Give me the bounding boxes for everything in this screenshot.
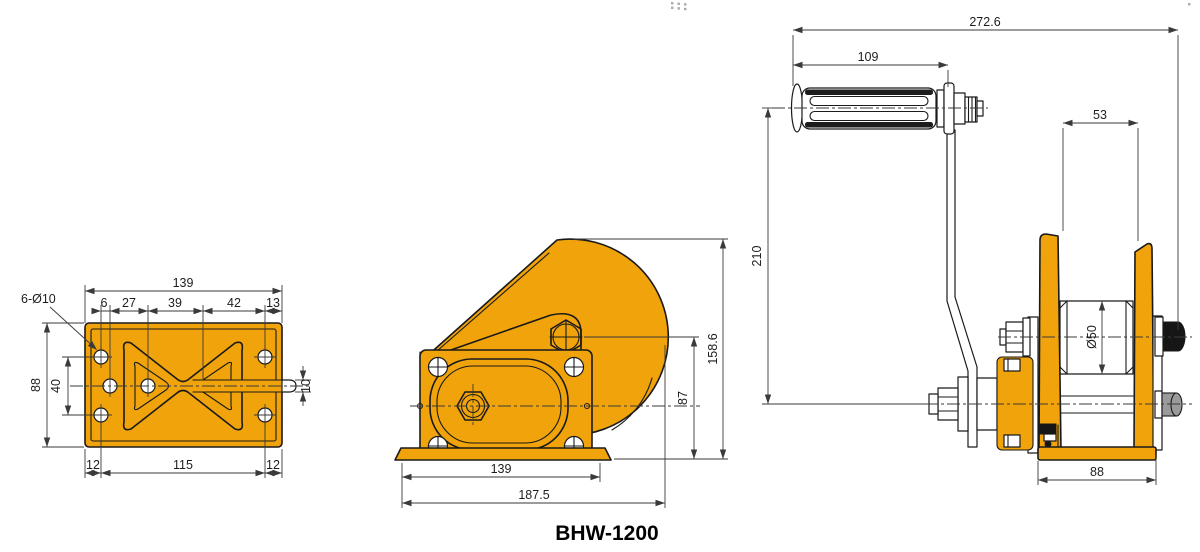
model-title: BHW-1200	[555, 522, 658, 545]
plan-view: 139 6 27 39 42 13 6-Ø10	[21, 276, 313, 478]
front-dimensions: 272.6 109 53 210 Ø50	[750, 15, 1179, 485]
dim-overall-length: 187.5	[518, 488, 549, 502]
frame-bottom-bar	[1037, 446, 1157, 461]
dim-frame-width: 88	[1090, 465, 1104, 479]
dim-base-width: 139	[491, 462, 512, 476]
dim-axle-height: 87	[676, 391, 690, 405]
drum-barrel	[1059, 300, 1134, 375]
dim-seg-13: 13	[266, 296, 280, 310]
drum-flange-right	[1133, 242, 1155, 449]
dim-bottom-left: 12	[86, 458, 100, 472]
dim-handle-drop: 210	[750, 246, 764, 267]
gearbox-front	[996, 356, 1034, 451]
dim-plate-height: 88	[29, 378, 43, 392]
drum-flange-left	[1038, 233, 1062, 451]
dim-bottom-mid: 115	[173, 458, 193, 472]
front-view: 272.6 109 53 210 Ø50	[750, 15, 1192, 485]
dim-pin-width: 10	[299, 379, 313, 393]
pin-slot	[192, 379, 297, 393]
dim-seg-39: 39	[168, 296, 182, 310]
dim-seg-27: 27	[122, 296, 136, 310]
watermark-dots	[671, 2, 1191, 11]
dim-drum-diameter: Ø50	[1085, 325, 1099, 349]
dim-seg-6: 6	[101, 296, 108, 310]
ratchet-pawl	[1039, 423, 1059, 448]
dim-overall-height: 158.6	[706, 333, 720, 364]
right-side-plate	[1152, 315, 1163, 451]
crank-arm	[946, 129, 978, 448]
upper-axle-bolt-right	[1154, 316, 1186, 357]
dim-plate-width: 139	[173, 276, 194, 290]
lower-axle-bolt-right	[1154, 390, 1183, 419]
handle-grip	[790, 82, 984, 135]
dim-bottom-right: 12	[266, 458, 280, 472]
side-view: 139 187.5 158.6 87	[394, 238, 728, 508]
base-plate-side	[394, 447, 612, 461]
dim-hole-rows: 40	[49, 379, 63, 393]
dim-flange-gap: 53	[1093, 108, 1107, 122]
dim-grip-length: 109	[858, 50, 879, 64]
dim-overall-width: 272.6	[969, 15, 1000, 29]
holes-callout-label: 6-Ø10	[21, 292, 56, 306]
dim-seg-42: 42	[227, 296, 241, 310]
plan-dimensions: 139 6 27 39 42 13 6-Ø10	[21, 276, 313, 478]
side-dimensions: 139 187.5 158.6 87	[401, 238, 728, 508]
